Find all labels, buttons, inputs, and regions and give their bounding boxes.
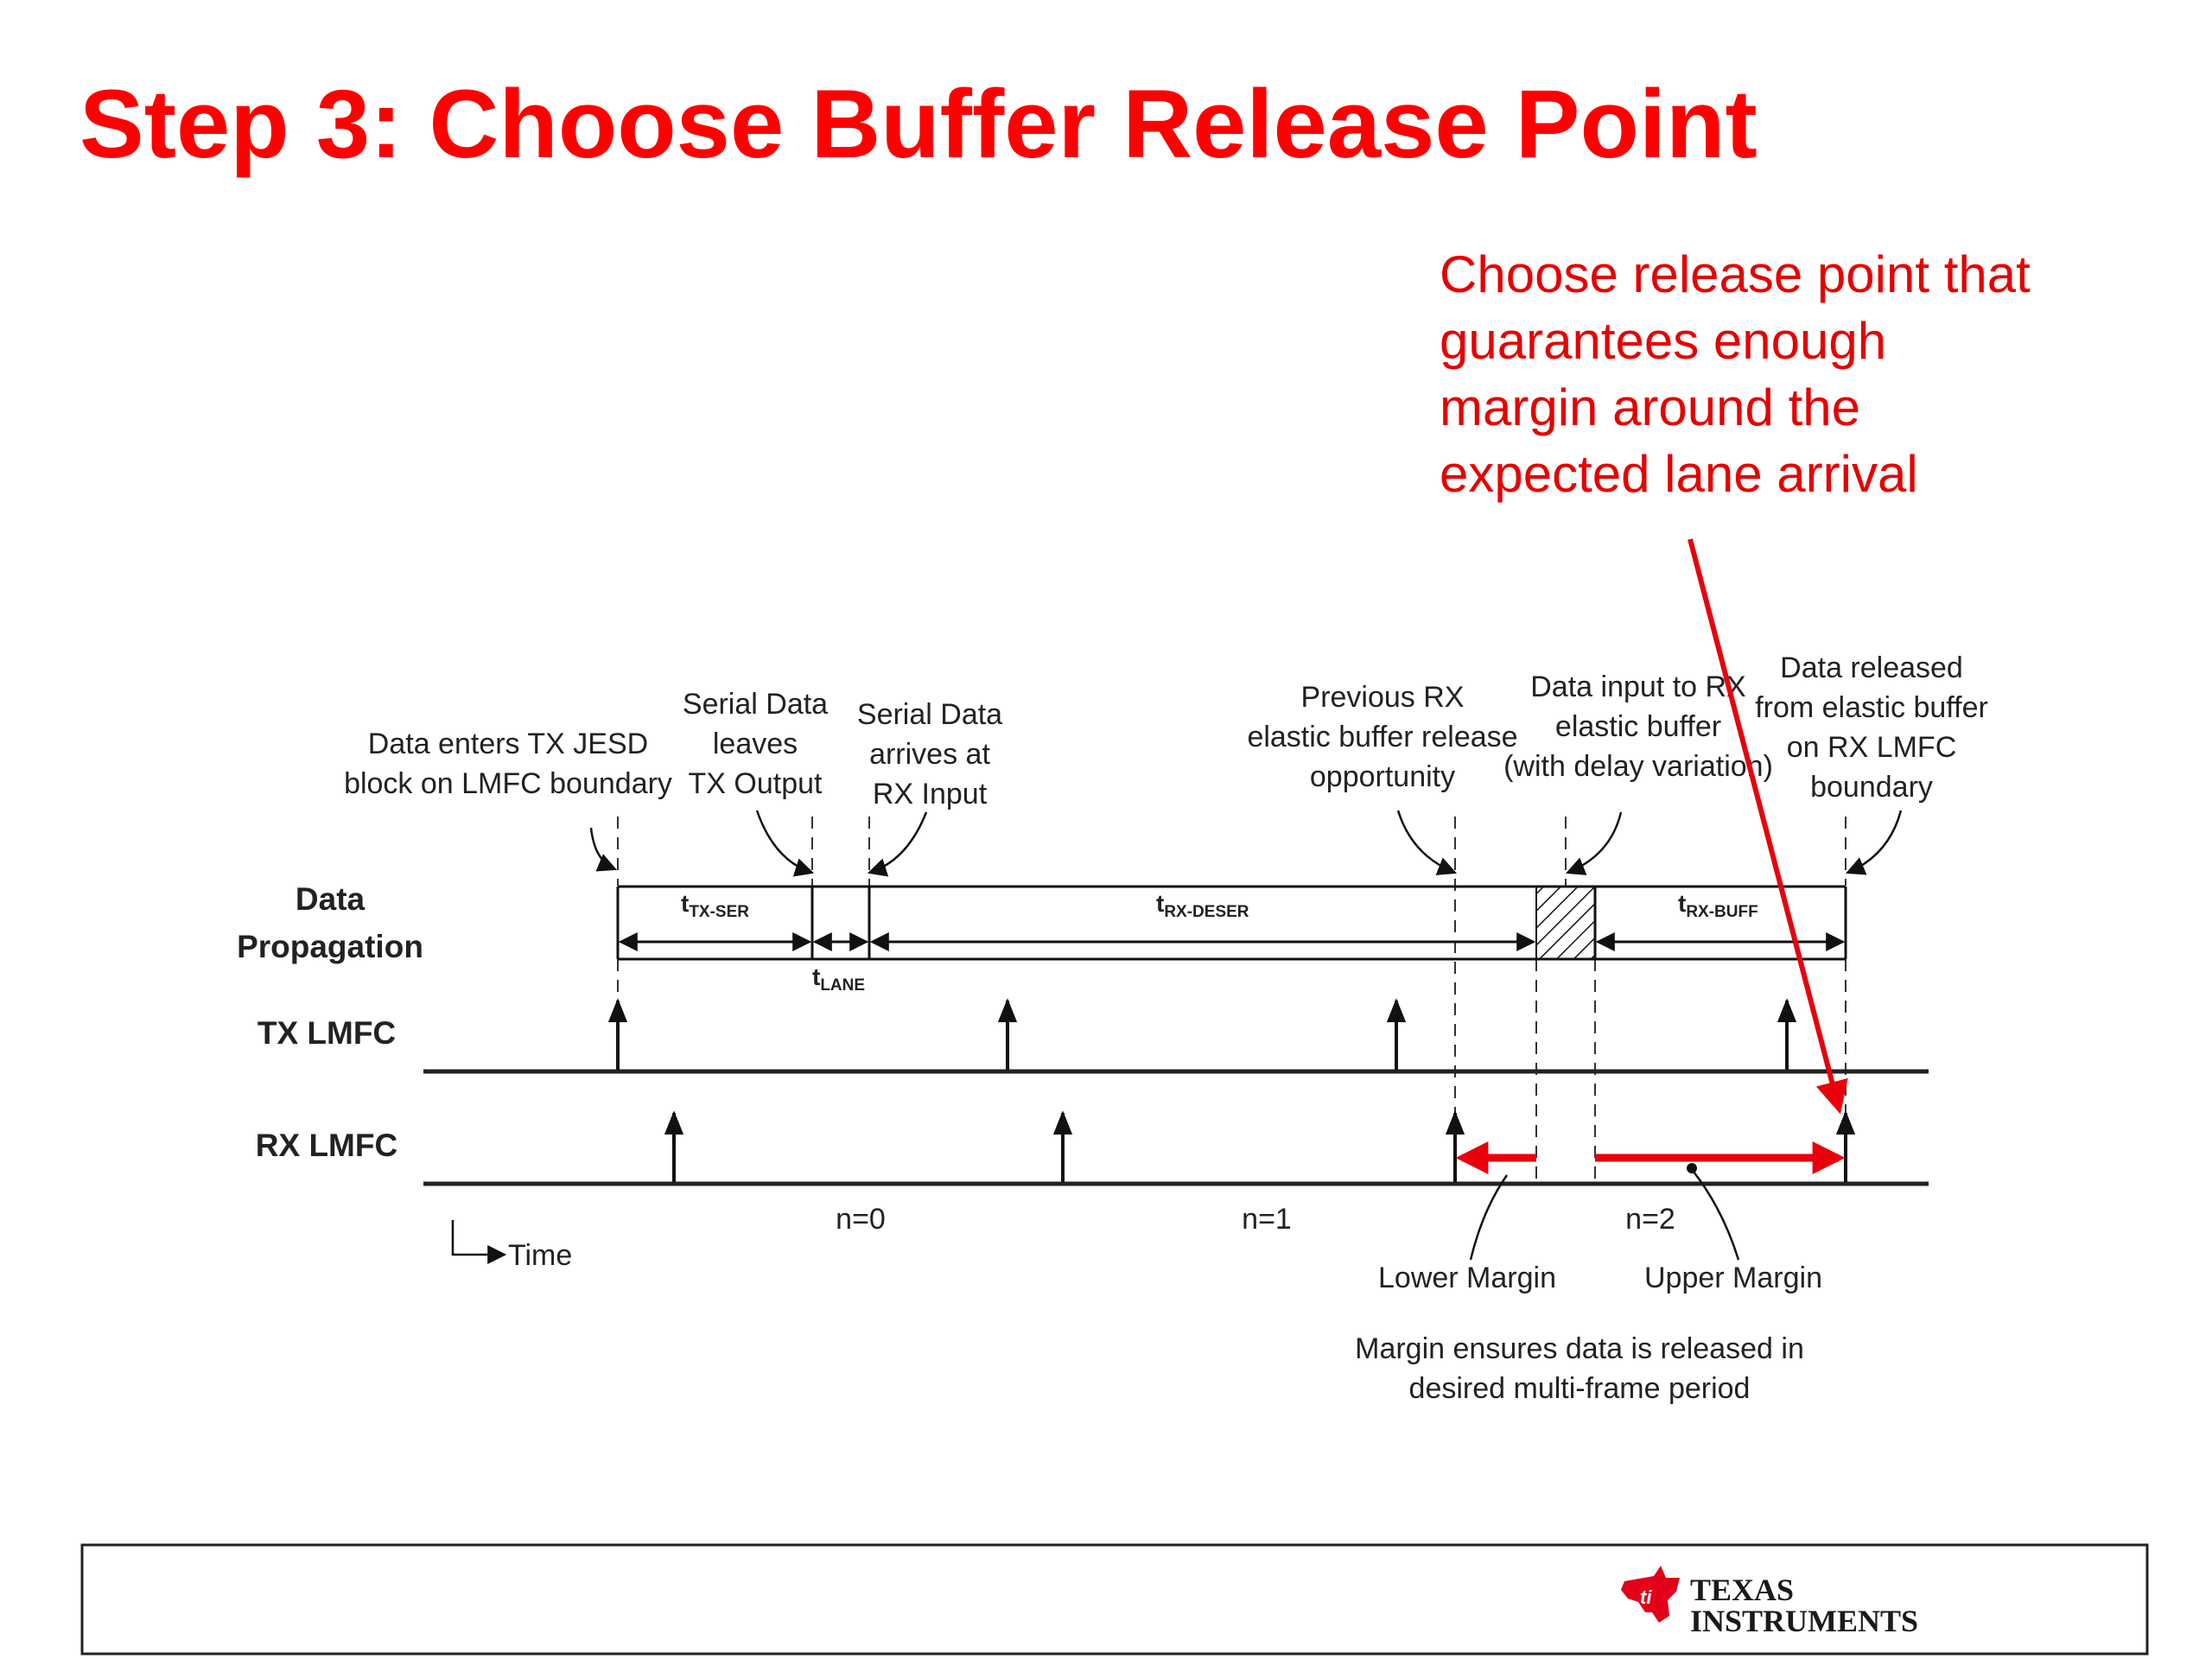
svg-text:arrives at: arrives at	[869, 738, 990, 771]
svg-text:Margin ensures data is release: Margin ensures data is released in	[1355, 1332, 1804, 1365]
svg-text:Serial Data: Serial Data	[683, 688, 828, 721]
svg-text:Data released: Data released	[1780, 652, 1963, 684]
annotation-data-released: Data released from elastic buffer on RX …	[1755, 652, 1988, 804]
annotation-data-enters: Data enters TX JESD block on LMFC bounda…	[344, 728, 672, 800]
ti-logo-line1: TEXAS	[1690, 1573, 1794, 1607]
svg-text:elastic buffer release: elastic buffer release	[1247, 721, 1517, 753]
callout-pointer-arrow	[1688, 538, 1848, 1115]
svg-text:Serial Data: Serial Data	[857, 698, 1002, 731]
svg-text:desired multi-frame period: desired multi-frame period	[1409, 1372, 1751, 1405]
segment-label-tx-ser: tTX-SER	[681, 890, 749, 921]
svg-text:block on LMFC boundary: block on LMFC boundary	[344, 767, 672, 800]
ti-logo-line2: INSTRUMENTS	[1690, 1604, 1918, 1638]
annotation-pointers	[589, 810, 1903, 877]
svg-text:leaves: leaves	[713, 728, 798, 760]
svg-text:Data: Data	[296, 881, 365, 917]
callout-line-4: expected lane arrival	[1440, 445, 1918, 503]
callout-line-2: guarantees enough	[1440, 312, 1886, 370]
period-label-n1: n=1	[1242, 1203, 1292, 1236]
time-indicator: Time	[451, 1220, 572, 1272]
data-propagation-bar	[616, 885, 1847, 961]
svg-text:Data input to RX: Data input to RX	[1530, 671, 1745, 703]
svg-text:TX Output: TX Output	[689, 767, 823, 800]
callout-line-1: Choose release point that	[1440, 245, 2031, 303]
annotation-previous-rx: Previous RX elastic buffer release oppor…	[1247, 681, 1517, 793]
ti-logo: ti TEXAS INSTRUMENTS	[1621, 1566, 1918, 1638]
pointer-serial-arrives	[867, 811, 928, 877]
svg-text:ti: ti	[1640, 1586, 1652, 1608]
pointer-lower-margin	[1469, 1174, 1509, 1261]
annotation-data-input: Data input to RX elastic buffer (with de…	[1503, 671, 1773, 783]
rx-lmfc-pulses	[664, 1110, 1856, 1182]
annotation-serial-leaves: Serial Data leaves TX Output	[683, 688, 828, 800]
ti-logo-icon	[1621, 1566, 1680, 1623]
svg-text:Propagation: Propagation	[237, 929, 423, 964]
dashed-guides	[617, 817, 1847, 1184]
annotation-serial-arrives: Serial Data arrives at RX Input	[857, 698, 1002, 810]
row-label-tx-lmfc: TX LMFC	[257, 1015, 396, 1051]
svg-text:(with delay variation): (with delay variation)	[1503, 750, 1773, 783]
pointer-data-enters	[589, 827, 618, 872]
tx-lmfc-pulses	[607, 998, 1797, 1070]
period-label-n2: n=2	[1625, 1203, 1675, 1236]
margin-note: Margin ensures data is released in desir…	[1355, 1332, 1804, 1405]
segment-label-rx-deser: tRX-DESER	[1156, 890, 1249, 921]
svg-text:RX Input: RX Input	[873, 778, 988, 810]
delay-variation-hatch	[1536, 887, 1595, 959]
row-label-data-propagation: Data Propagation	[237, 881, 423, 964]
pointer-serial-leaves	[755, 810, 815, 877]
segment-label-lane: tLANE	[812, 963, 865, 995]
row-label-rx-lmfc: RX LMFC	[256, 1128, 397, 1163]
footer-box	[80, 1543, 2149, 1656]
svg-text:Previous RX: Previous RX	[1301, 681, 1465, 714]
upper-margin-anchor-dot	[1687, 1163, 1697, 1173]
svg-text:from elastic buffer: from elastic buffer	[1755, 691, 1988, 724]
segment-label-rx-buff: tRX-BUFF	[1678, 890, 1758, 921]
pointer-upper-margin	[1693, 1171, 1740, 1261]
pointer-data-input	[1565, 811, 1623, 875]
svg-text:opportunity: opportunity	[1310, 760, 1455, 793]
callout-line-3: margin around the	[1440, 378, 1860, 436]
svg-text:boundary: boundary	[1810, 771, 1933, 804]
svg-text:on RX LMFC: on RX LMFC	[1787, 731, 1957, 764]
lower-margin-label: Lower Margin	[1378, 1262, 1556, 1294]
slide-title: Step 3: Choose Buffer Release Point	[79, 70, 1758, 178]
upper-margin-label: Upper Margin	[1644, 1262, 1822, 1294]
pointer-previous-rx	[1396, 810, 1458, 875]
callout-text: Choose release point that guarantees eno…	[1440, 245, 2031, 503]
margin-pointers	[1469, 1171, 1740, 1261]
period-label-n0: n=0	[836, 1203, 886, 1236]
time-label: Time	[508, 1239, 572, 1272]
svg-text:elastic buffer: elastic buffer	[1555, 710, 1721, 743]
svg-text:Data enters TX JESD: Data enters TX JESD	[368, 728, 648, 760]
pointer-data-released	[1845, 810, 1903, 875]
